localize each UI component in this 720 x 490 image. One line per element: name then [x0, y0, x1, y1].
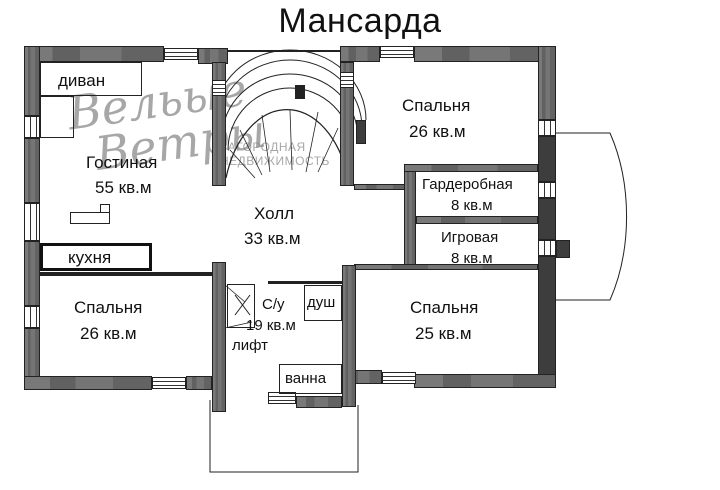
- hall-area: 33 кв.м: [244, 229, 301, 248]
- bedroom-se-name: Спальня: [410, 298, 479, 317]
- bathroom-name: С/у: [262, 296, 285, 313]
- bedroom-ne-area: 26 кв.м: [409, 122, 466, 141]
- window-bottom-2: [382, 372, 416, 384]
- bedroom-ne-name: Спальня: [402, 96, 471, 115]
- shower-label: душ: [307, 294, 336, 311]
- wall-bedroom-ne-bottom: [354, 184, 410, 190]
- bathtub-box: [279, 364, 342, 394]
- playroom-name: Игровая: [441, 229, 499, 246]
- window-right-1: [538, 120, 556, 136]
- window-bottom-1: [152, 377, 186, 389]
- wall-bottom-left-b: [186, 376, 212, 390]
- wall-bedroom-sw-top: [40, 272, 212, 276]
- chair-outline: [100, 204, 110, 213]
- sofa-outline: [40, 62, 142, 96]
- sofa-label: диван: [58, 71, 106, 90]
- window-top-1: [164, 48, 198, 60]
- wall-left-2: [24, 138, 40, 203]
- wall-right-2: [538, 136, 556, 182]
- window-stair-left: [212, 80, 226, 96]
- wall-right-4: [538, 256, 556, 386]
- wall-left-1: [24, 46, 40, 116]
- wall-top-right-a: [340, 46, 380, 62]
- wardrobe-area: 8 кв.м: [451, 197, 493, 214]
- wall-bath-right: [342, 265, 356, 407]
- wall-top-mid: [198, 48, 228, 64]
- wall-bath-top: [268, 281, 342, 284]
- window-right-2: [538, 182, 556, 198]
- window-right-3: [538, 240, 556, 256]
- wall-left-4: [24, 328, 40, 390]
- wall-right-3: [538, 198, 556, 240]
- chimney-ne: [356, 120, 366, 144]
- chimney-east: [556, 240, 570, 258]
- wall-left-3: [24, 241, 40, 306]
- wall-right-1: [538, 46, 556, 120]
- elevator-shaft: [227, 284, 255, 328]
- bathtub-label: ванна: [285, 370, 327, 387]
- living-room-name: Гостиная: [86, 153, 158, 172]
- bedroom-se-area: 25 кв.м: [415, 324, 472, 343]
- bathroom-area: 19 кв.м: [246, 317, 296, 334]
- bedroom-sw-name: Спальня: [74, 298, 143, 317]
- wall-wardrobe-left: [404, 164, 416, 268]
- table-outline: [70, 212, 110, 224]
- wall-bath-bottom: [296, 396, 342, 408]
- wall-line-top: [228, 50, 340, 52]
- sofa-extension: [40, 96, 74, 138]
- living-room-area: 55 кв.м: [95, 178, 152, 197]
- kitchen-label: кухня: [68, 248, 112, 267]
- window-left-1: [24, 116, 40, 138]
- wall-wardrobe-mid: [416, 216, 538, 224]
- window-left-3: [24, 306, 40, 328]
- wardrobe-name: Гардеробная: [422, 176, 513, 193]
- wall-top-right-b: [414, 46, 552, 62]
- shower-box: [304, 285, 342, 321]
- window-top-2: [380, 46, 414, 58]
- watermark-text-line1: ЗАГОРОДНАЯ: [220, 140, 306, 154]
- kitchen-counter: [40, 243, 152, 271]
- window-bath: [268, 392, 296, 404]
- bedroom-sw-area: 26 кв.м: [80, 324, 137, 343]
- elevator-label: лифт: [232, 337, 269, 354]
- wall-playroom-bottom: [354, 264, 538, 270]
- watermark-text: ЗАГОРОДНАЯ НЕДВИЖИМОСТЬ: [220, 140, 330, 168]
- window-stair-right: [340, 72, 354, 88]
- wall-stair-right: [340, 62, 354, 186]
- window-left-2: [24, 203, 40, 241]
- wall-bottom-left: [24, 376, 152, 390]
- playroom-area: 8 кв.м: [451, 250, 493, 267]
- floor-title: Мансарда: [278, 2, 442, 40]
- wall-bottom-right: [414, 374, 556, 388]
- watermark-text-line2: НЕДВИЖИМОСТЬ: [220, 154, 330, 168]
- wall-wardrobe-top: [404, 164, 538, 172]
- wall-top-left: [24, 46, 164, 62]
- hall-name: Холл: [254, 204, 295, 223]
- wall-bath-left: [212, 262, 226, 412]
